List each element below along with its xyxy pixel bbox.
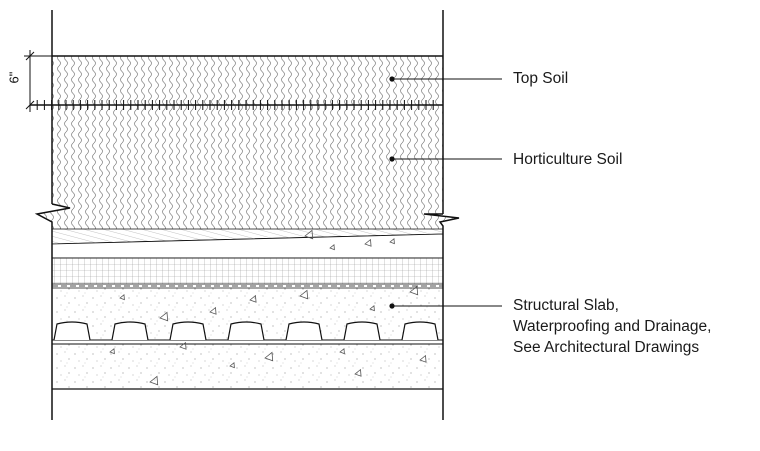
drainage-layers	[51, 228, 444, 390]
aggregate-mark	[419, 354, 427, 363]
aggregate-mark	[119, 294, 125, 301]
aggregate-mark	[264, 351, 274, 362]
drainage-cell	[227, 321, 265, 341]
aggregate-mark	[329, 244, 335, 251]
leader-structural-slab	[389, 303, 502, 309]
drainage-cells	[53, 321, 439, 341]
aggregate-mark	[229, 362, 235, 369]
label-structural-slab: Structural Slab, Waterproofing and Drain…	[513, 295, 711, 358]
aggregate-mark	[369, 305, 375, 312]
drainage-cell	[111, 321, 149, 341]
drainage-cell	[169, 321, 207, 341]
aggregate-mark	[339, 348, 345, 355]
aggregate-mark	[364, 238, 372, 247]
aggregate-mark	[209, 306, 217, 315]
aggregate-mark	[354, 368, 362, 377]
aggregate-mark	[389, 238, 395, 245]
aggregate-mark	[179, 341, 187, 350]
leader-horticulture-soil	[389, 156, 502, 162]
aggregate-mark	[299, 289, 309, 300]
label-structural-slab-line-2: Waterproofing and Drainage,	[513, 318, 712, 335]
label-structural-slab-line-3: See Architectural Drawings	[513, 339, 700, 356]
dimension-label: 6"	[6, 71, 22, 84]
drainage-cell	[343, 321, 381, 341]
soil-hatch	[37, 56, 459, 229]
label-top-soil: Top Soil	[513, 70, 569, 87]
filter-fabric-line	[29, 100, 443, 110]
aggregate-mark	[159, 311, 169, 322]
leader-top-soil	[389, 76, 502, 82]
aggregate-mark	[109, 348, 115, 355]
label-horticulture-soil: Horticulture Soil	[513, 151, 623, 168]
drainage-cell	[285, 321, 323, 341]
drainage-cell	[53, 321, 91, 341]
aggregate-marks	[109, 229, 427, 386]
aggregate-mark	[304, 229, 314, 240]
label-structural-slab-line-1: Structural Slab,	[513, 297, 619, 314]
dimension-line	[24, 50, 52, 112]
aggregate-mark	[409, 285, 419, 296]
aggregate-mark	[249, 294, 257, 303]
aggregate-mark	[149, 375, 159, 386]
drainage-cell	[401, 321, 439, 341]
